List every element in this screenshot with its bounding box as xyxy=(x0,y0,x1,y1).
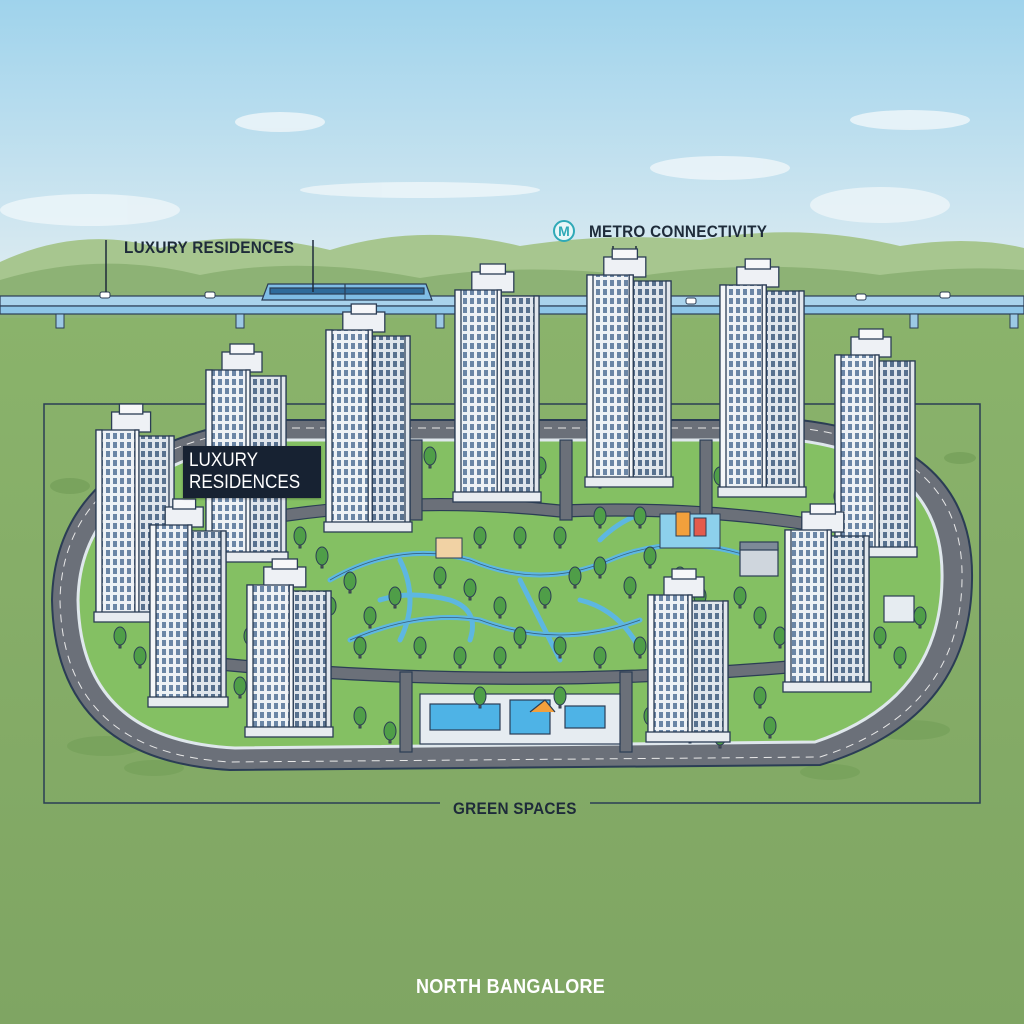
callout-line-1: LUXURY xyxy=(189,450,259,471)
bushes xyxy=(50,452,976,780)
residential-tower xyxy=(832,328,918,558)
pool-complex xyxy=(419,693,621,745)
metro-train xyxy=(261,283,433,301)
residential-tower xyxy=(782,503,872,693)
luxury-residences-callout: LUXURY RESIDENCES xyxy=(183,446,321,498)
pavilion xyxy=(739,541,915,623)
residential-tower xyxy=(147,498,229,708)
residential-tower xyxy=(584,248,674,488)
playground xyxy=(435,511,721,559)
green-spaces-label: GREEN SPACES xyxy=(453,799,577,818)
towers xyxy=(93,248,918,743)
metro-connectivity-label: METRO CONNECTIVITY xyxy=(589,222,768,241)
sky xyxy=(0,0,1024,280)
metro-icon: M xyxy=(553,220,575,242)
clouds xyxy=(0,110,970,226)
luxury-residences-label: LUXURY RESIDENCES xyxy=(124,238,295,257)
residential-tower xyxy=(645,568,731,743)
residential-tower xyxy=(452,263,542,503)
residential-tower xyxy=(323,303,413,533)
north-bangalore-label: NORTH BANGALORE xyxy=(416,976,606,998)
callout-line-2: RESIDENCES xyxy=(189,472,301,493)
residential-tower xyxy=(717,258,807,498)
residential-tower xyxy=(244,558,334,738)
